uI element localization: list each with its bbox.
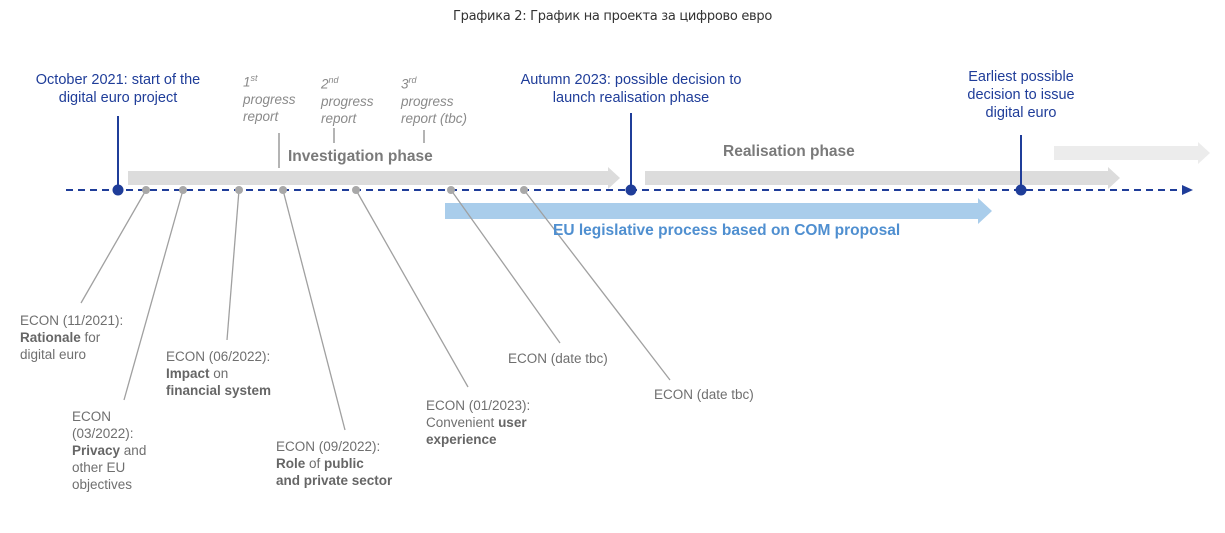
econ-event-tbc-2: ECON (date tbc) — [654, 386, 754, 403]
milestone-line: October 2021: start of the — [35, 72, 201, 88]
econ-date: ECON (01/2023): — [426, 398, 531, 413]
report-line: progress — [321, 93, 374, 109]
econ-dot — [352, 186, 360, 194]
econ-text: on — [209, 366, 229, 381]
econ-text: objectives — [72, 477, 133, 492]
legislative-process-label: EU legislative process based on COM prop… — [553, 222, 901, 239]
report-line: report (tbc) — [401, 110, 468, 126]
progress-report-1: 1st progress report — [243, 70, 296, 125]
econ-date: ECON (06/2022): — [166, 349, 271, 364]
report-line: report — [243, 108, 279, 124]
milestone-dot — [112, 184, 124, 196]
ordinal: 3 — [401, 76, 409, 92]
econ-text: of — [305, 456, 325, 471]
econ-event-tbc-1: ECON (date tbc) — [508, 350, 608, 367]
econ-topic: Role — [276, 456, 306, 471]
econ-topic: Privacy — [72, 443, 121, 458]
report-line: progress — [243, 91, 296, 107]
econ-event-03-2022: ECON (03/2022): Privacy and other EU obj… — [72, 408, 146, 493]
econ-topic: Impact — [166, 366, 210, 381]
econ-leader — [123, 189, 184, 401]
ordinal-suffix: st — [250, 73, 258, 83]
econ-text: digital euro — [20, 347, 87, 362]
progress-report-3: 3rd progress report (tbc) — [401, 72, 467, 127]
investigation-phase-label: Investigation phase — [288, 148, 433, 165]
milestone-dot — [625, 184, 637, 196]
econ-date: (03/2022): — [72, 426, 134, 441]
milestone-label-start: October 2021: start of the digital euro … — [18, 71, 218, 107]
timeline-arrowhead — [1182, 185, 1193, 195]
econ-leader — [80, 189, 147, 304]
econ-leader — [355, 189, 469, 388]
econ-date: ECON (11/2021): — [20, 313, 124, 328]
econ-text: for — [80, 330, 101, 345]
milestone-line: launch realisation phase — [552, 90, 710, 106]
figure-caption: Графика 2: График на проекта за цифрово … — [452, 9, 772, 24]
econ-topic: public — [324, 456, 364, 471]
econ-leader — [450, 189, 561, 344]
econ-leader — [523, 189, 671, 381]
investigation-phase-bar — [128, 167, 620, 189]
ordinal: 1 — [243, 74, 251, 90]
milestone-label-issue-decision: Earliest possible decision to issue digi… — [946, 68, 1096, 122]
realisation-phase-bar — [645, 167, 1120, 189]
legislative-process-bar — [445, 198, 992, 224]
econ-event-01-2023: ECON (01/2023): Convenient user experien… — [426, 397, 530, 448]
milestone-line: digital euro project — [58, 90, 178, 106]
econ-date: ECON (09/2022): — [276, 439, 381, 454]
milestone-dot — [1015, 184, 1027, 196]
report-line: progress — [401, 93, 454, 109]
econ-dot — [179, 186, 187, 194]
econ-topic: financial system — [166, 383, 272, 398]
milestone-line: Autumn 2023: possible decision to — [520, 72, 742, 88]
econ-dot — [279, 186, 287, 194]
milestone-line: digital euro — [985, 105, 1057, 121]
econ-text: other EU — [72, 460, 126, 475]
econ-leader — [282, 189, 346, 431]
econ-topic: user — [498, 415, 527, 430]
realisation-phase-label: Realisation phase — [723, 143, 855, 160]
econ-event-09-2022: ECON (09/2022): Role of public and priva… — [276, 438, 392, 489]
milestone-label-realisation-decision: Autumn 2023: possible decision to launch… — [496, 71, 766, 107]
future-phase-arrow — [1054, 142, 1210, 164]
econ-leader — [226, 189, 240, 341]
econ-topic: Rationale — [20, 330, 81, 345]
ordinal: 2 — [321, 76, 329, 92]
econ-topic: experience — [426, 432, 497, 447]
milestone-line: decision to issue — [967, 87, 1075, 103]
econ-event-11-2021: ECON (11/2021): Rationale for digital eu… — [20, 312, 123, 363]
econ-date: ECON (date tbc) — [654, 387, 754, 402]
econ-text: Convenient — [426, 415, 499, 430]
econ-date: ECON — [72, 409, 112, 424]
econ-dot — [235, 186, 243, 194]
milestone-line: Earliest possible — [968, 69, 1074, 85]
ordinal-suffix: rd — [408, 75, 417, 85]
econ-date: ECON (date tbc) — [508, 351, 608, 366]
progress-report-2: 2nd progress report — [321, 72, 374, 127]
econ-dot — [142, 186, 150, 194]
econ-dot — [520, 186, 528, 194]
econ-text: and — [120, 443, 147, 458]
report-line: report — [321, 110, 357, 126]
ordinal-suffix: nd — [328, 75, 339, 85]
econ-event-06-2022: ECON (06/2022): Impact on financial syst… — [166, 348, 271, 399]
econ-topic: and private sector — [276, 473, 393, 488]
econ-dot — [447, 186, 455, 194]
